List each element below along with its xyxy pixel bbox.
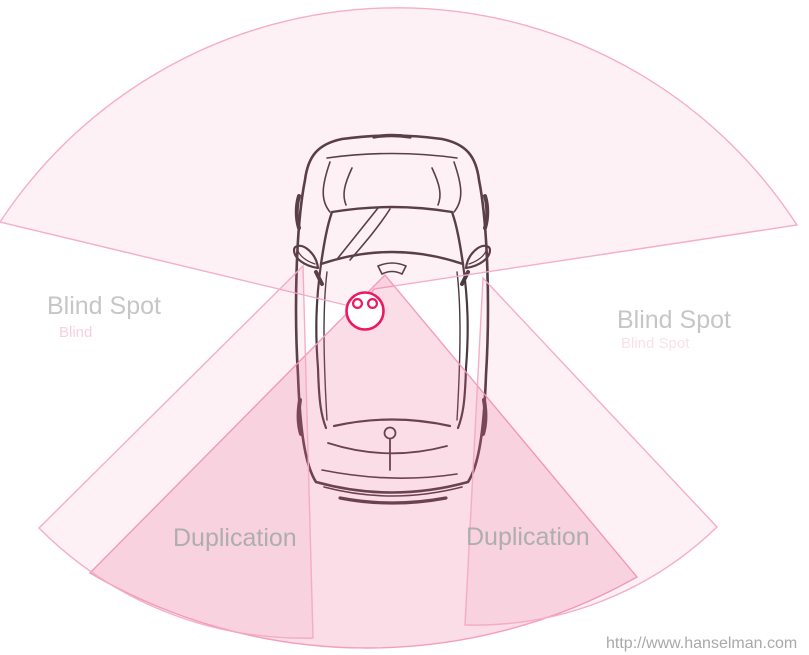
blind-ghost-label-left: Blind <box>59 324 93 341</box>
car-rear-deck <box>327 442 448 455</box>
car-cabin-side-right <box>456 262 469 430</box>
car-hood-crease-left <box>322 161 353 213</box>
car-bpillar-right <box>460 270 470 286</box>
car-left-mirror <box>292 244 320 270</box>
car-front-center-mark <box>372 133 412 139</box>
left-mirror-view-zone <box>38 264 314 639</box>
car-top-view-sketch <box>292 133 492 505</box>
car-rear-window <box>332 418 452 428</box>
car-trunk-line <box>321 469 458 479</box>
car-wipers <box>337 207 391 261</box>
car-rearview-mirror <box>377 262 407 275</box>
car-front-bumper-line <box>326 152 458 159</box>
driver-eye-left <box>352 298 364 310</box>
driver-eye-right <box>367 298 379 310</box>
watermark-url: http://www.hanselman.com <box>606 635 798 652</box>
car-left-mirror-line <box>297 250 316 265</box>
right-mirror-view-zone <box>464 276 718 626</box>
car-wheel-front-right <box>483 194 490 230</box>
forward-windshield-view-zone <box>0 7 799 310</box>
blind-ghost-label-right: Blind Spot <box>621 335 690 352</box>
blind-spot-label-left: Blind Spot <box>47 292 161 320</box>
car-door-line-right <box>456 271 461 421</box>
car-right-mirror <box>464 244 492 270</box>
car-rear-bumper-line <box>323 486 463 497</box>
car-wheel-rear-left <box>296 398 303 436</box>
car-right-mirror-line <box>468 250 487 265</box>
driver-head-circle <box>345 291 385 331</box>
car-cabin-side-left <box>315 262 328 430</box>
car-body-outline <box>294 134 490 494</box>
driver-head-icon <box>345 291 385 331</box>
car-bpillar-left <box>314 270 324 286</box>
duplication-label-right: Duplication <box>466 523 590 551</box>
car-wheel-front-left <box>294 194 301 230</box>
blind-spot-label-right: Blind Spot <box>617 306 731 334</box>
car-wheel-rear-right <box>481 398 488 436</box>
car-door-line-left <box>323 271 328 421</box>
coverage-zones <box>0 7 799 649</box>
rearview-mirror-view-zone <box>88 273 639 649</box>
car-rear-bumper-band <box>338 496 448 505</box>
duplication-label-left: Duplication <box>173 524 297 552</box>
car-hood-crease-right <box>431 161 462 213</box>
